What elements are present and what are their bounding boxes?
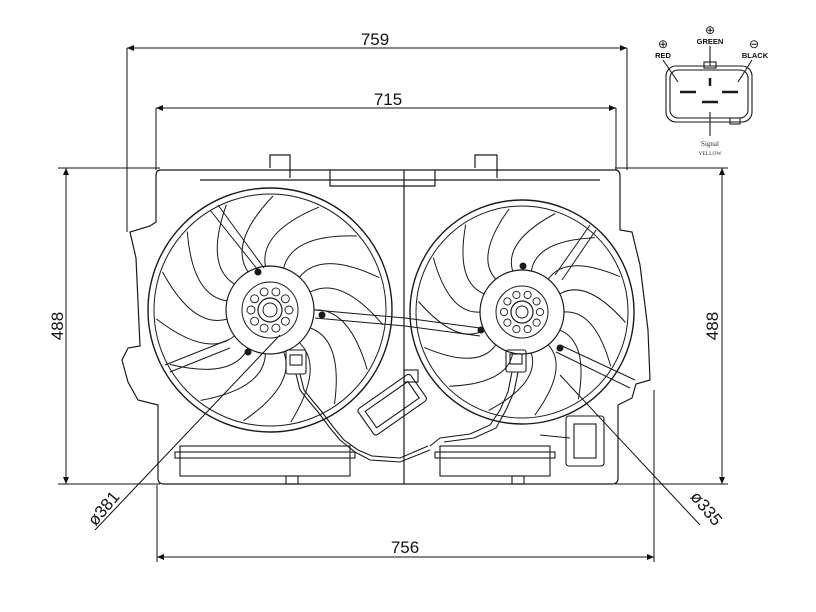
right-hub-hole (523, 290, 532, 299)
dim-bottom-label: 756 (391, 538, 419, 557)
left-hub-hole (259, 287, 269, 297)
right-fan-blade (530, 237, 595, 272)
left-fan-blade (241, 195, 274, 273)
wiring-harness (285, 349, 605, 467)
connector-pinout: ⊕ RED ⊕ GREEN ⊖ BLACK Signal YELLOW (655, 23, 769, 157)
right-fan-blade (424, 344, 497, 359)
dim-left-label: 488 (48, 312, 67, 340)
left-hub-hole (250, 294, 260, 304)
signal-label: Signal (701, 140, 719, 148)
left-hub-hole (284, 305, 294, 315)
red-label: RED (655, 51, 671, 60)
dim-mid-label: 715 (374, 90, 402, 109)
dimension-top-759 (126, 45, 628, 232)
left-hub-hole (259, 323, 269, 333)
dimension-left-488 (58, 167, 160, 485)
right-fan-blade (418, 301, 485, 335)
left-fan-blade (310, 327, 337, 405)
right-hub-hole (512, 290, 521, 299)
right-hub-hole (535, 307, 545, 317)
left-fan-blade (264, 206, 320, 267)
shroud-frame (121, 154, 651, 485)
black-label: BLACK (742, 51, 769, 60)
left-fan-blade (299, 263, 380, 279)
left-hub-hole (246, 305, 256, 315)
right-fan-blade (559, 289, 626, 323)
left-diameter-label: ø381 (84, 488, 123, 530)
minus-symbol-black: ⊖ (749, 37, 759, 51)
left-hub-hole (271, 287, 281, 297)
left-fan-blade (162, 271, 228, 321)
right-hub-hole (503, 297, 512, 306)
right-fan-blade (462, 224, 485, 295)
right-fan-blade (534, 344, 557, 416)
right-hub-hole (523, 325, 532, 334)
left-hub-hole (280, 316, 290, 326)
green-label: GREEN (697, 37, 724, 46)
left-fan-blade (200, 353, 266, 401)
right-hub-hole (532, 297, 541, 306)
right-fan-blade (488, 352, 534, 411)
right-hub-hole (532, 318, 541, 327)
right-hub-hole (503, 318, 512, 327)
left-hub-hole (280, 294, 290, 304)
right-fan-blade (510, 213, 556, 272)
left-fan-blade (216, 204, 235, 285)
right-fan-blade (547, 265, 620, 280)
right-fan-blade (487, 208, 510, 280)
bottom-tray-left (174, 445, 356, 485)
leader-left-diameter (94, 334, 281, 531)
dimension-mid-715 (155, 105, 617, 170)
bottom-tray-right (434, 445, 556, 485)
right-fan-blade (449, 352, 514, 387)
right-fan-blade (559, 329, 582, 400)
left-fan-blade (243, 351, 287, 422)
right-hub-hole (499, 307, 509, 317)
right-fan-blade (563, 311, 612, 367)
dim-right-label: 488 (703, 312, 722, 340)
left-fan (147, 187, 406, 433)
left-fan-blade (186, 231, 228, 302)
plus-symbol-red: ⊕ (658, 37, 668, 51)
right-fan-blade (432, 257, 481, 313)
dim-top-label: 759 (361, 30, 389, 49)
left-fan-blade (283, 235, 357, 269)
left-hub-hole (250, 316, 260, 326)
leader-right-diameter (559, 374, 701, 526)
right-fan (404, 199, 636, 425)
signal-sub-label: YELLOW (698, 151, 722, 157)
right-diameter-label: ø335 (686, 488, 725, 530)
plus-symbol-green: ⊕ (705, 23, 715, 37)
left-hub-hole (271, 323, 281, 333)
left-fan-blade (309, 287, 384, 326)
left-fan-blade (155, 318, 235, 345)
dimension-right-488 (615, 167, 728, 485)
left-fan-blade (290, 342, 311, 423)
right-hub-hole (512, 325, 521, 334)
